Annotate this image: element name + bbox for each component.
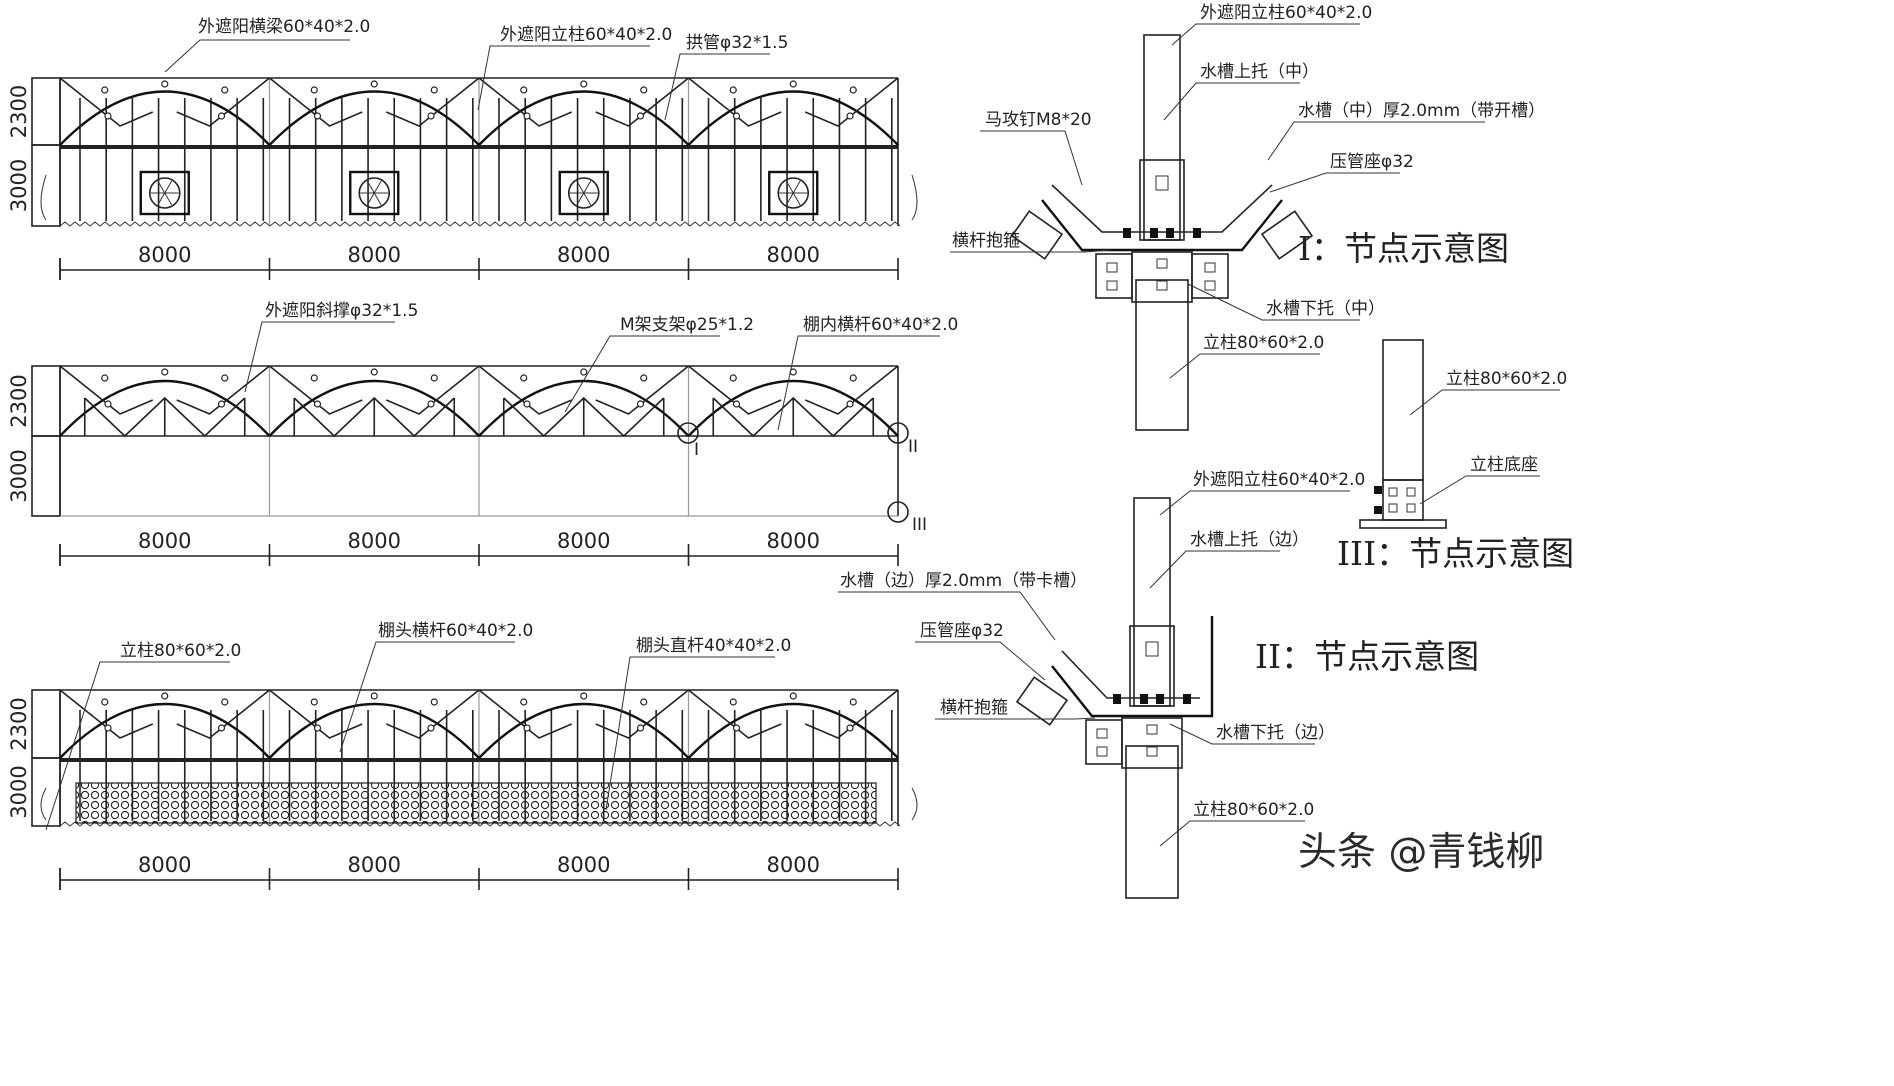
d1-screw: 马攻钉M8*20 — [985, 110, 1092, 130]
span-dimension: 8000 — [767, 529, 820, 553]
d1-clamp: 压管座φ32 — [1330, 152, 1414, 172]
d1-gutter-lower: 水槽下托（中） — [1266, 299, 1385, 319]
span-dimension: 8000 — [557, 243, 610, 267]
span-dimension: 8000 — [767, 243, 820, 267]
span-dimension: 8000 — [138, 529, 191, 553]
d2-gutter-upper: 水槽上托（边） — [1190, 530, 1309, 550]
label-endstraight: 棚头直杆40*40*2.0 — [636, 636, 791, 656]
span-dimension: 8000 — [348, 529, 401, 553]
span-dimension: 8000 — [557, 853, 610, 877]
span-dimension: 8000 — [767, 853, 820, 877]
node-mark-3: III — [912, 515, 927, 535]
label-beam: 外遮阳横梁60*40*2.0 — [198, 17, 370, 37]
span-dimension: 8000 — [348, 243, 401, 267]
span-dimension: 8000 — [138, 243, 191, 267]
d1-gutter-upper: 水槽上托（中） — [1200, 62, 1319, 82]
label-crossbar: 棚内横杆60*40*2.0 — [803, 315, 958, 335]
node-mark-1: I — [694, 440, 699, 460]
d2-gutter: 水槽（边）厚2.0mm（带卡槽） — [840, 571, 1087, 591]
detail-2-title: II：节点示意图 — [1255, 637, 1479, 676]
label-arch: 拱管φ32*1.5 — [686, 33, 788, 53]
label-endbar: 棚头横杆60*40*2.0 — [378, 621, 533, 641]
d2-post-top: 外遮阳立柱60*40*2.0 — [1193, 470, 1365, 490]
label-brace: 外遮阳斜撑φ32*1.5 — [265, 301, 418, 321]
span-dimension: 8000 — [557, 529, 610, 553]
span-dimension: 8000 — [138, 853, 191, 877]
watermark: 头条 @青钱柳 — [1298, 830, 1544, 875]
height-dimension-upper: 2300 — [7, 374, 31, 427]
d2-gutter-lower: 水槽下托（边） — [1216, 723, 1335, 743]
height-dimension-upper: 2300 — [7, 697, 31, 750]
d3-post: 立柱80*60*2.0 — [1446, 369, 1567, 389]
elevations: 8000 8000 8000 8000 2300 3000 8000 8000 8000 8000… — [7, 77, 918, 890]
node-details — [1010, 34, 1447, 899]
height-dimension-lower: 3000 — [7, 765, 31, 818]
d1-hoop: 横杆抱箍 — [952, 231, 1020, 251]
node-mark-2: II — [908, 437, 918, 457]
label-mframe: M架支架φ25*1.2 — [620, 315, 754, 335]
d1-post: 立柱80*60*2.0 — [1203, 333, 1324, 353]
d1-post-top: 外遮阳立柱60*40*2.0 — [1200, 3, 1372, 23]
d2-hoop: 横杆抱箍 — [940, 698, 1008, 718]
height-dimension-upper: 2300 — [7, 85, 31, 138]
label-post-top: 外遮阳立柱60*40*2.0 — [500, 25, 672, 45]
d2-post: 立柱80*60*2.0 — [1193, 800, 1314, 820]
d1-gutter: 水槽（中）厚2.0mm（带开槽） — [1298, 101, 1545, 121]
d2-clamp: 压管座φ32 — [920, 621, 1004, 641]
detail-1-title: I：节点示意图 — [1298, 229, 1509, 268]
detail-3-title: III：节点示意图 — [1337, 534, 1574, 573]
span-dimension: 8000 — [348, 853, 401, 877]
labels: 外遮阳横梁60*40*2.0 外遮阳立柱60*40*2.0 拱管φ32*1.5 外遮阳… — [45, 3, 1574, 875]
label-post-bottom: 立柱80*60*2.0 — [120, 641, 241, 661]
height-dimension-lower: 3000 — [7, 159, 31, 212]
d3-base: 立柱底座 — [1470, 455, 1538, 475]
height-dimension-lower: 3000 — [7, 449, 31, 502]
